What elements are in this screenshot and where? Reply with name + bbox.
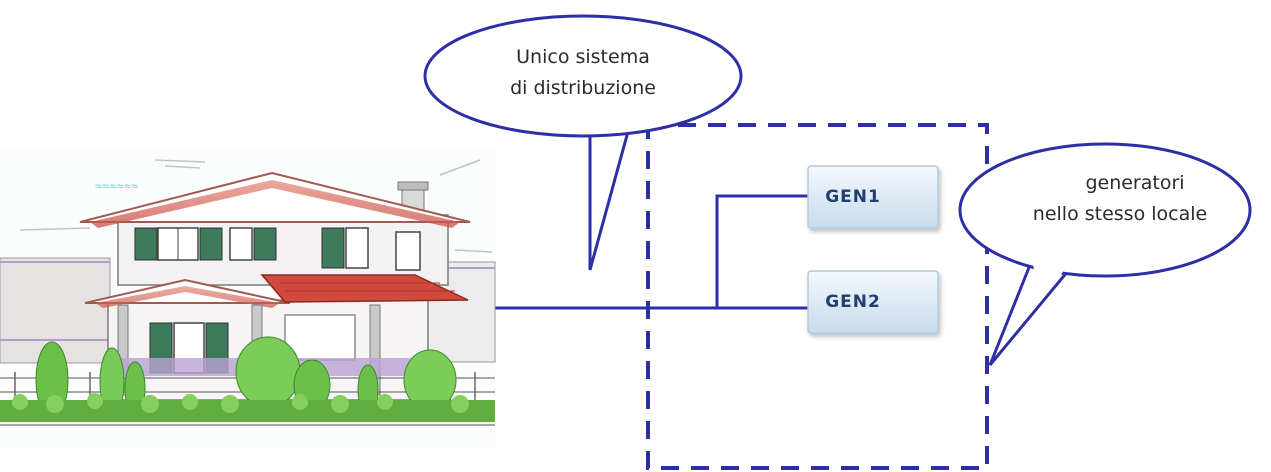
- callout-distribution-text: Unico sistema di distribuzione: [483, 42, 683, 104]
- callout-distribution-line2: di distribuzione: [510, 77, 656, 99]
- callout-distribution-shape: [423, 14, 743, 271]
- gen1-label: GEN1: [825, 187, 881, 207]
- svg-text:≈≈≈≈≈≈: ≈≈≈≈≈≈: [95, 179, 138, 193]
- gen1-box: [807, 165, 939, 229]
- callout-generators-shape: [958, 142, 1252, 366]
- gen2-label: GEN2: [825, 292, 881, 312]
- house-illustration: ≈≈≈≈≈≈: [0, 150, 496, 448]
- callout-generators-text: generatori nello stesso locale: [1000, 168, 1240, 230]
- distribution-lines: [495, 194, 810, 310]
- callout-generators-line2: nello stesso locale: [1032, 203, 1208, 225]
- callout-distribution-line1: Unico sistema: [516, 46, 650, 68]
- upper-windows: [134, 227, 421, 271]
- callout-generators-line1: generatori: [1085, 172, 1185, 194]
- gen2-box: [807, 270, 939, 334]
- generator-room-boundary: [646, 123, 989, 470]
